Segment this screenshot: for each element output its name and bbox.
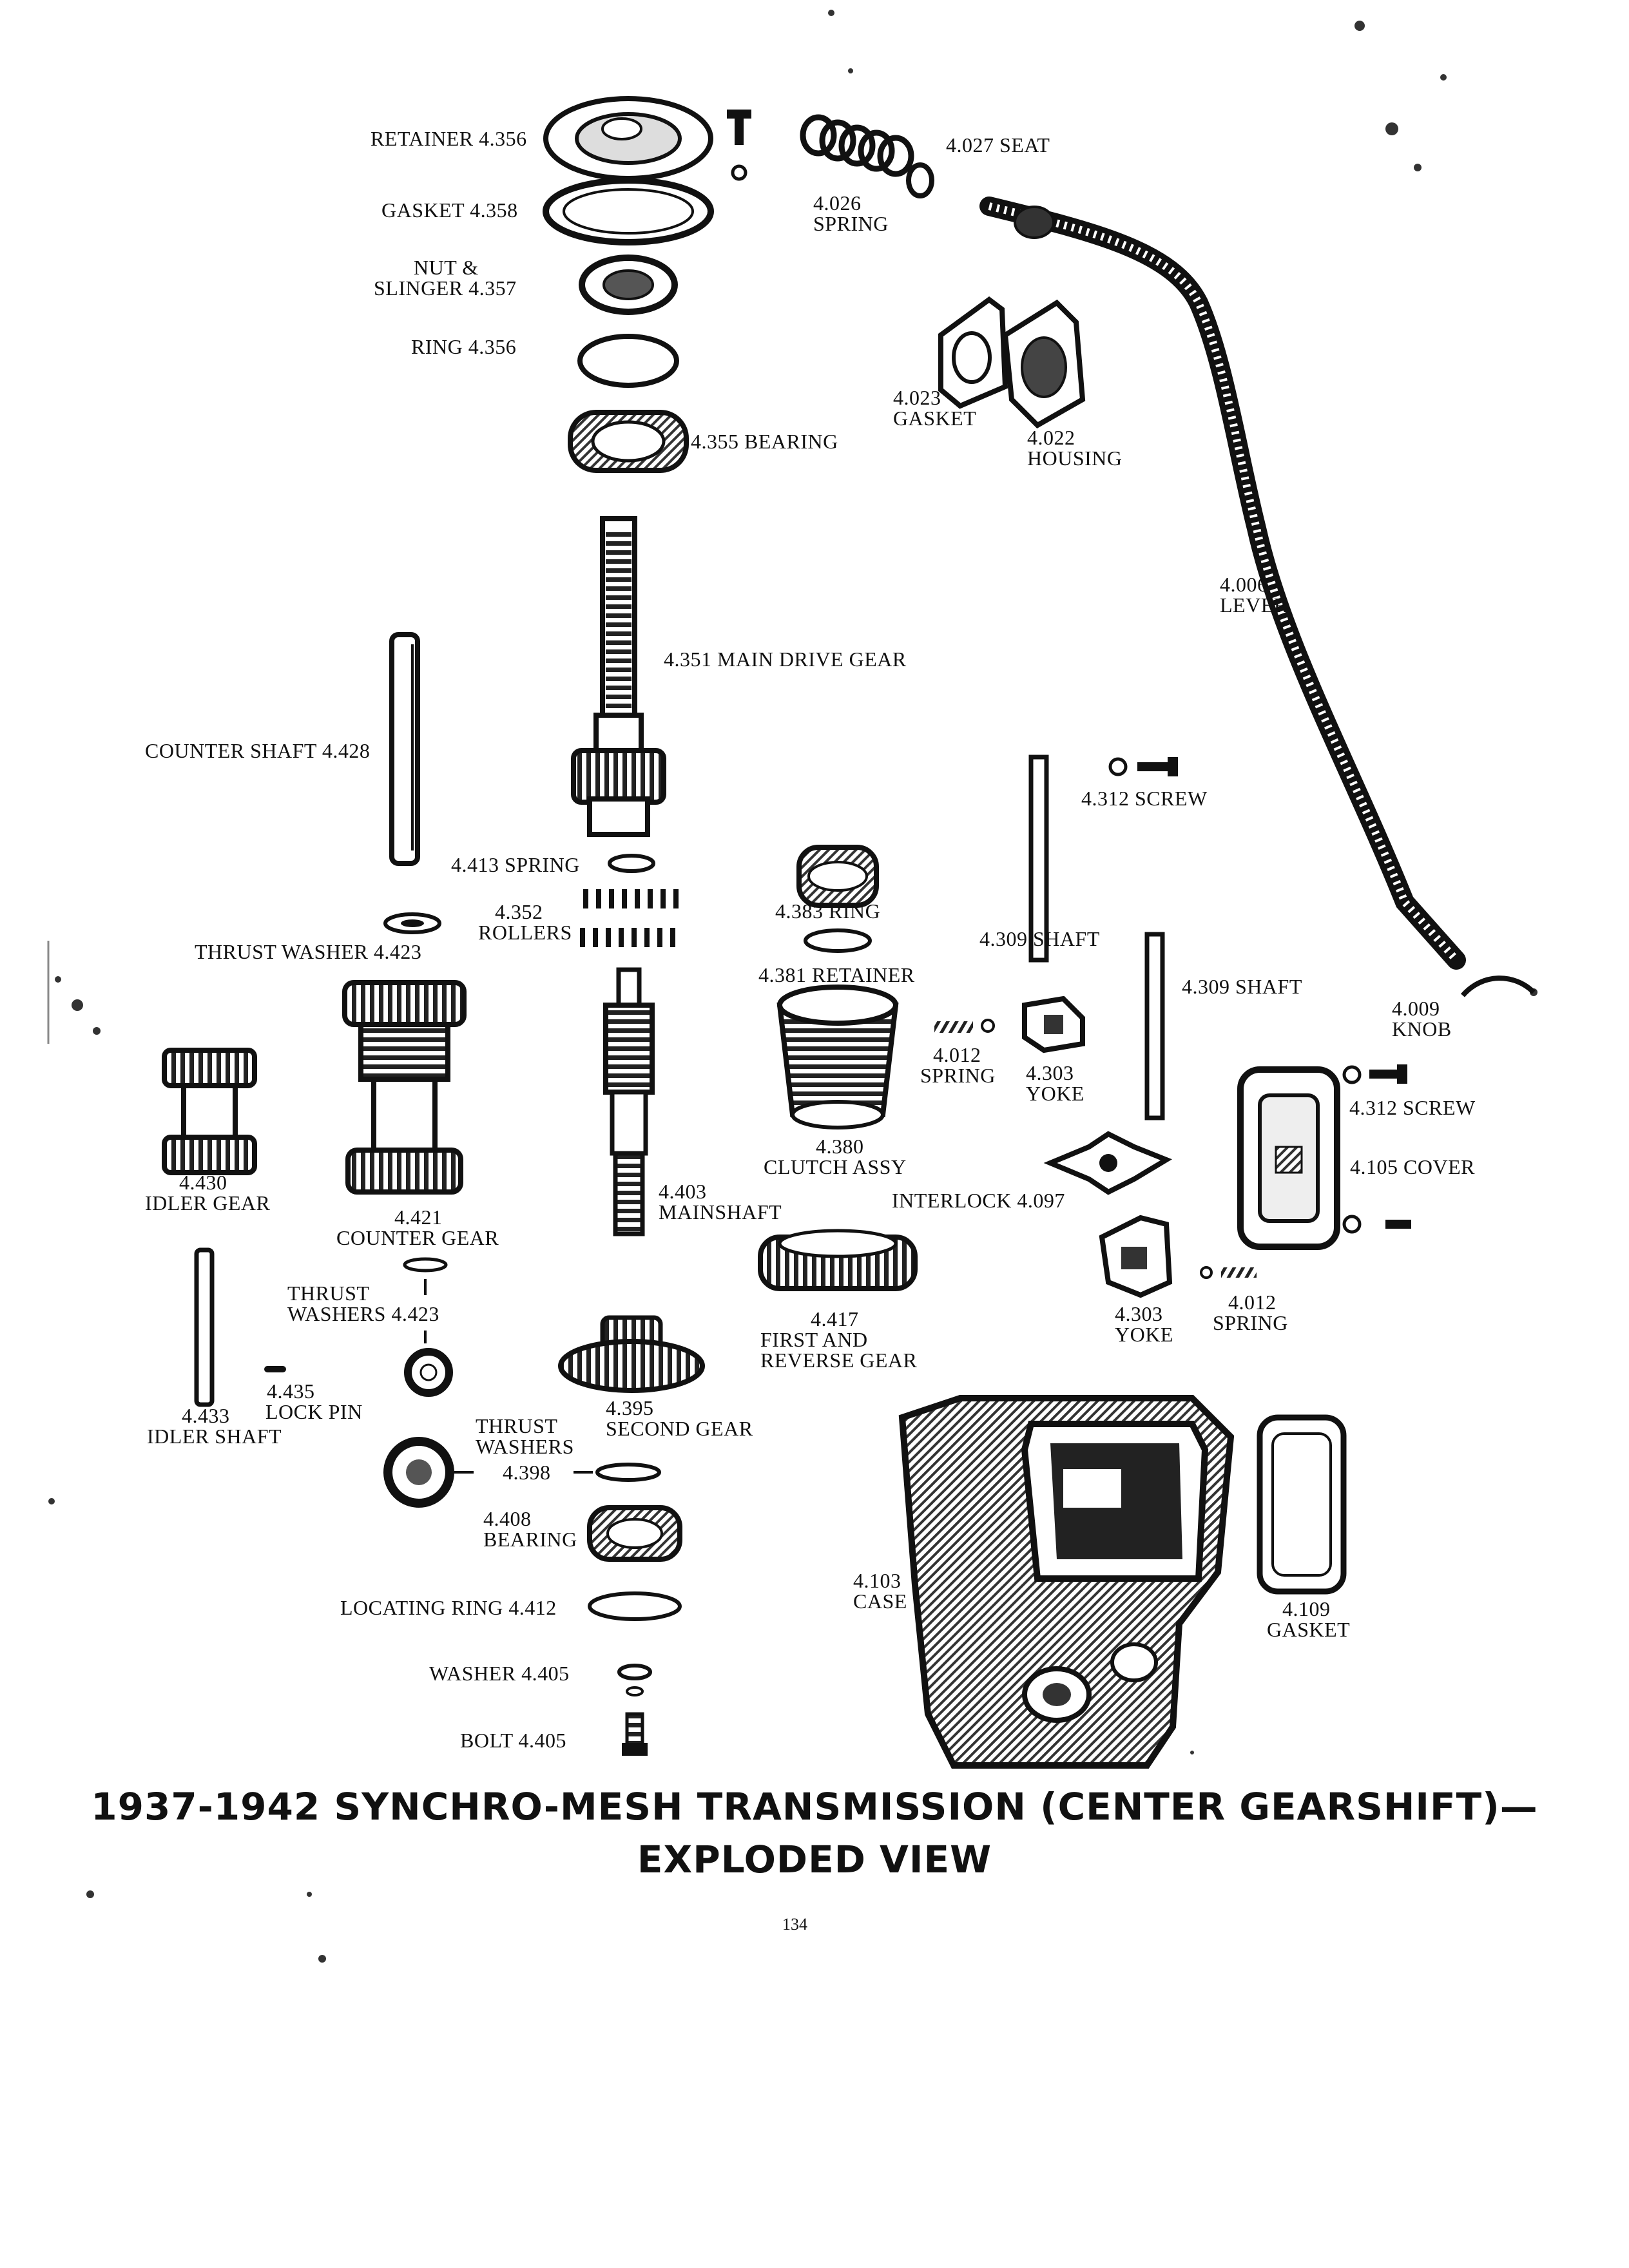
label-gasket-023-num: 4.023 [893, 386, 941, 409]
scan-specks [48, 10, 1537, 1963]
label-nut-line2: SLINGER 4.357 [374, 276, 517, 300]
page-title-line2: EXPLODED VIEW [637, 1838, 992, 1881]
label-gasket-109-num: 4.109 [1282, 1597, 1331, 1620]
label-washer-405: WASHER 4.405 [429, 1662, 570, 1685]
label-spring-413: 4.413 SPRING [451, 853, 580, 876]
label-clutch-name: CLUTCH ASSY [764, 1155, 907, 1178]
mainshaft-part [616, 967, 642, 1008]
label-first-reverse-line2: REVERSE GEAR [760, 1349, 918, 1372]
case-gasket-part [1257, 1414, 1347, 1595]
label-thrust-washers-423-line2: WASHERS 4.423 [287, 1302, 439, 1325]
label-retainer-381: 4.381 RETAINER [758, 963, 915, 986]
label-idler-shaft-num: 4.433 [182, 1404, 230, 1427]
label-shaft-309-a: 4.309 SHAFT [979, 927, 1100, 950]
label-thrust-washers-398-line2: WASHERS [476, 1435, 574, 1458]
label-ring: RING 4.356 [411, 335, 517, 358]
label-lever-num: 4.006 [1220, 573, 1268, 596]
transmission-case-part [898, 1395, 1235, 1769]
label-ring-383: 4.383 RING [775, 899, 881, 923]
idler-gear-part [162, 1048, 257, 1088]
label-second-gear-num: 4.395 [606, 1396, 654, 1419]
label-housing-name: HOUSING [1027, 447, 1123, 470]
label-second-gear-name: SECOND GEAR [606, 1417, 753, 1440]
label-spring-012-a-name: SPRING [920, 1064, 996, 1087]
label-rollers-num: 4.352 [495, 900, 543, 923]
label-first-reverse-num: 4.417 [811, 1307, 859, 1331]
label-screw-312-b: 4.312 SCREW [1349, 1096, 1476, 1119]
label-case-num: 4.103 [853, 1569, 901, 1592]
label-mainshaft-num: 4.403 [659, 1180, 707, 1203]
label-yoke-b-name: YOKE [1115, 1323, 1173, 1346]
label-gasket-023-name: GASKET [893, 407, 977, 430]
label-spring-026-num: 4.026 [813, 191, 862, 215]
label-main-drive-gear: 4.351 MAIN DRIVE GEAR [664, 648, 907, 671]
label-thrust-washers-398-line1: THRUST [476, 1414, 558, 1437]
label-cover: 4.105 COVER [1350, 1155, 1475, 1178]
label-locating-ring: LOCATING RING 4.412 [340, 1596, 557, 1619]
label-bolt-405: BOLT 4.405 [460, 1729, 567, 1752]
label-counter-gear-num: 4.421 [394, 1206, 443, 1229]
counter-gear-part [342, 980, 467, 1027]
label-bearing-355: 4.355 BEARING [691, 430, 838, 453]
label-lock-pin-name: LOCK PIN [265, 1400, 363, 1423]
spring-part [800, 114, 914, 177]
label-lever-name: LEVER [1220, 593, 1288, 617]
lever-part [979, 197, 1466, 970]
label-knob-num: 4.009 [1392, 997, 1440, 1020]
label-idler-gear-name: IDLER GEAR [145, 1191, 271, 1215]
label-spring-012-b-name: SPRING [1213, 1311, 1288, 1334]
label-idler-gear-num: 4.430 [179, 1171, 227, 1194]
label-rollers-name: ROLLERS [478, 921, 572, 944]
label-spring-012-b-num: 4.012 [1228, 1291, 1277, 1314]
gasket-part [543, 177, 714, 245]
label-spring-026-name: SPRING [813, 212, 889, 235]
label-seat: 4.027 SEAT [946, 133, 1050, 157]
label-lock-pin-num: 4.435 [267, 1379, 315, 1403]
label-yoke-a-name: YOKE [1026, 1082, 1084, 1105]
label-bearing-408-num: 4.408 [483, 1507, 532, 1530]
page-title-line1: 1937-1942 SYNCHRO-MESH TRANSMISSION (CEN… [91, 1785, 1538, 1829]
label-first-reverse-line1: FIRST AND [760, 1328, 868, 1351]
label-mainshaft-name: MAINSHAFT [659, 1200, 782, 1224]
label-yoke-a-num: 4.303 [1026, 1061, 1074, 1084]
label-yoke-b-num: 4.303 [1115, 1302, 1163, 1325]
label-thrust-washers-423-line1: THRUST [287, 1282, 370, 1305]
label-counter-gear-name: COUNTER GEAR [336, 1226, 499, 1249]
label-spring-012-a-num: 4.012 [933, 1043, 981, 1066]
label-interlock: INTERLOCK 4.097 [892, 1189, 1065, 1212]
label-housing-num: 4.022 [1027, 426, 1075, 449]
label-clutch-num: 4.380 [816, 1135, 864, 1158]
label-screw-312-top: 4.312 SCREW [1081, 787, 1208, 810]
label-retainer: RETAINER 4.356 [371, 127, 527, 150]
label-gasket-109-name: GASKET [1267, 1618, 1351, 1641]
label-bearing-408-name: BEARING [483, 1528, 577, 1551]
label-thrust-washer-423: THRUST WASHER 4.423 [195, 940, 422, 963]
label-idler-shaft-name: IDLER SHAFT [147, 1425, 282, 1448]
label-nut-line1: NUT & [414, 256, 479, 279]
label-thrust-washers-398-num: 4.398 [503, 1461, 551, 1484]
label-knob-name: KNOB [1392, 1017, 1452, 1041]
label-counter-shaft: COUNTER SHAFT 4.428 [145, 739, 371, 762]
page-number: 134 [782, 1915, 807, 1934]
label-shaft-309-b: 4.309 SHAFT [1182, 975, 1302, 998]
label-gasket: GASKET 4.358 [381, 198, 518, 222]
label-case-name: CASE [853, 1590, 907, 1613]
